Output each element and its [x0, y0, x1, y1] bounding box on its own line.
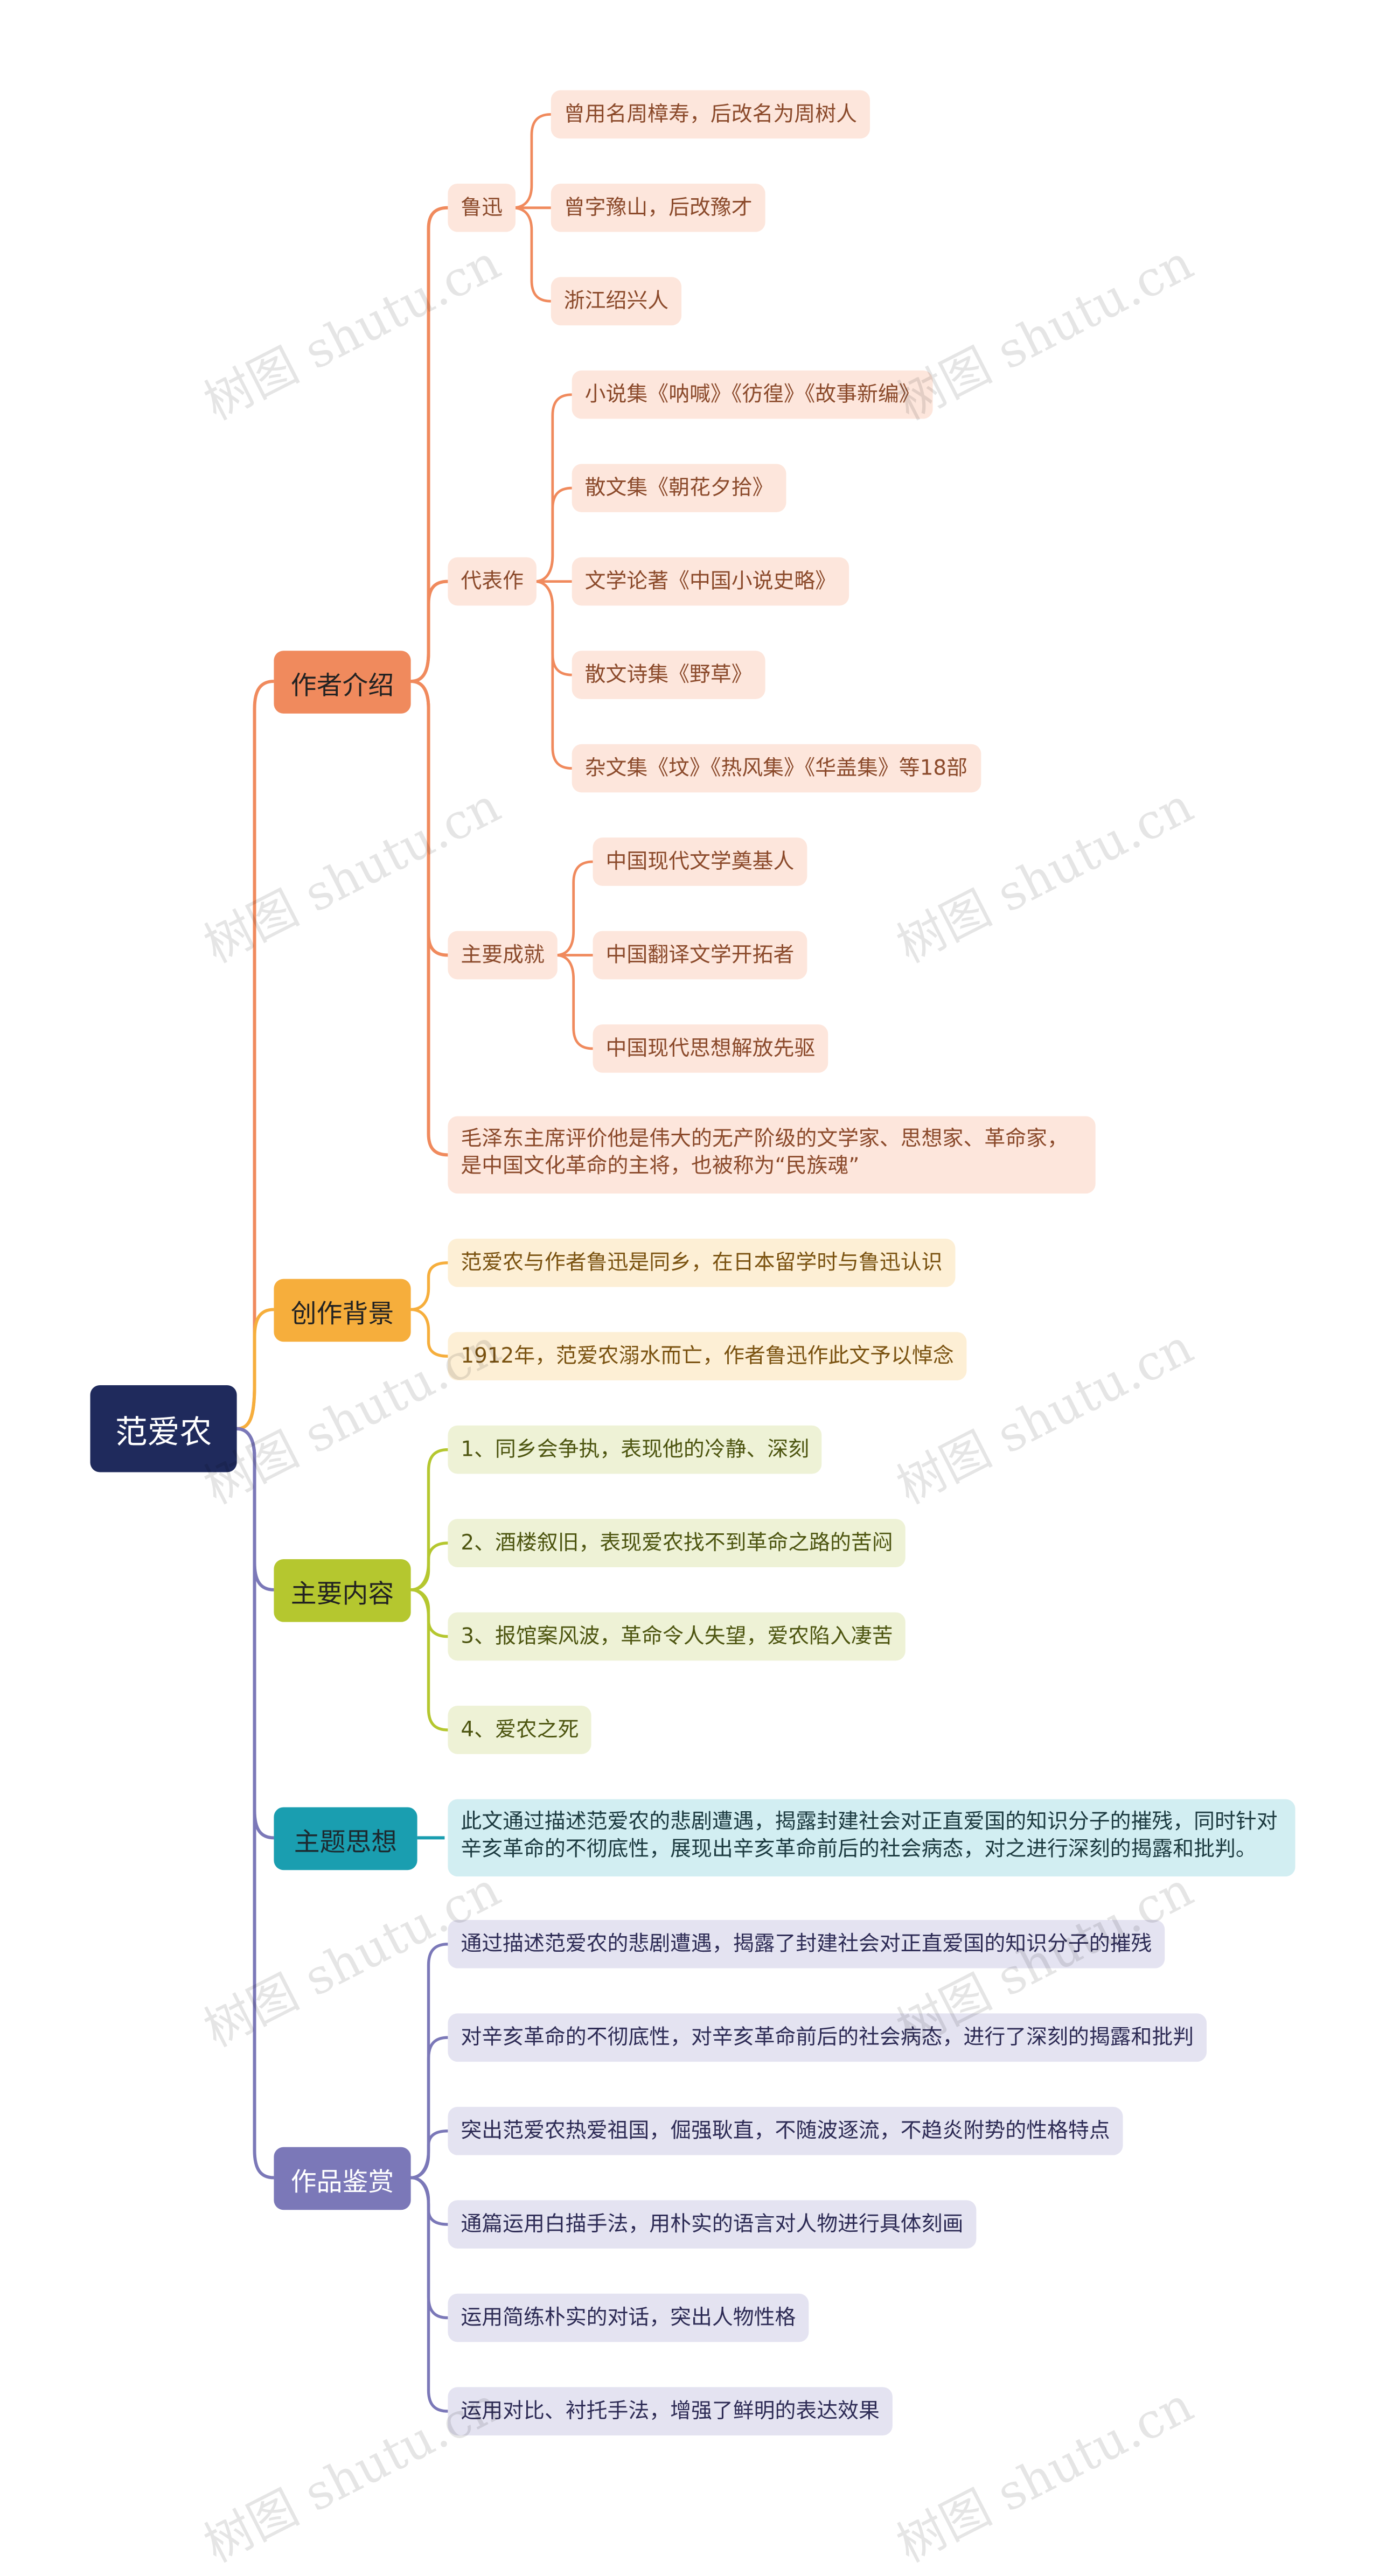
background-item-1[interactable]: 范爱农与作者鲁迅是同乡，在日本留学时与鲁迅认识 [448, 1238, 956, 1287]
branch-background[interactable]: 创作背景 [274, 1279, 411, 1342]
branch-theme[interactable]: 主题思想 [274, 1807, 417, 1870]
branch-appreciation[interactable]: 作品鉴赏 [274, 2147, 411, 2210]
mindmap-canvas: 范爱农 作者介绍 鲁迅 曾用名周樟寿，后改名为周树人 曾字豫山，后改豫才 浙江绍… [90, 90, 1296, 2574]
branch-author[interactable]: 作者介绍 [274, 651, 411, 714]
luxun-item-3[interactable]: 浙江绍兴人 [551, 277, 682, 326]
works-item-1[interactable]: 小说集《呐喊》《彷徨》《故事新编》 [572, 370, 933, 419]
content-item-1[interactable]: 1、同乡会争执，表现他的冷静、深刻 [448, 1425, 823, 1474]
appreciation-item-3[interactable]: 突出范爱农热爱祖国，倔强耿直，不随波逐流，不趋炎附势的性格特点 [448, 2106, 1123, 2155]
appreciation-item-4[interactable]: 通篇运用白描手法，用朴实的语言对人物进行具体刻画 [448, 2200, 977, 2249]
background-item-2[interactable]: 1912年，范爱农溺水而亡，作者鲁迅作此文予以悼念 [448, 1332, 967, 1381]
achievements-item-3[interactable]: 中国现代思想解放先驱 [593, 1024, 828, 1073]
luxun-item-1[interactable]: 曾用名周樟寿，后改名为周树人 [551, 90, 870, 139]
appreciation-item-6[interactable]: 运用对比、衬托手法，增强了鲜明的表达效果 [448, 2387, 893, 2435]
content-item-3[interactable]: 3、报馆案风波，革命令人失望，爱农陷入凄苦 [448, 1612, 906, 1661]
content-item-4[interactable]: 4、爱农之死 [448, 1706, 592, 1754]
appreciation-item-1[interactable]: 通过描述范爱农的悲剧遭遇，揭露了封建社会对正直爱国的知识分子的摧残 [448, 1919, 1165, 1968]
sub-mao-evaluation[interactable]: 毛泽东主席评价他是伟大的无产阶级的文学家、思想家、革命家，是中国文化革命的主将，… [448, 1116, 1096, 1194]
content-item-2[interactable]: 2、酒楼叙旧，表现爱农找不到革命之路的苦闷 [448, 1519, 906, 1567]
sub-works[interactable]: 代表作 [448, 557, 537, 606]
appreciation-item-5[interactable]: 运用简练朴实的对话，突出人物性格 [448, 2293, 809, 2342]
root-node[interactable]: 范爱农 [90, 1385, 237, 1472]
branch-content[interactable]: 主要内容 [274, 1559, 411, 1622]
works-item-5[interactable]: 杂文集《坟》《热风集》《华盖集》等18部 [572, 744, 980, 793]
connector-lines [236, 113, 593, 2413]
luxun-item-2[interactable]: 曾字豫山，后改豫才 [551, 183, 765, 232]
works-item-2[interactable]: 散文集《朝花夕拾》 [572, 464, 786, 513]
works-item-4[interactable]: 散文诗集《野草》 [572, 651, 765, 699]
achievements-item-1[interactable]: 中国现代文学奠基人 [593, 837, 807, 886]
sub-luxun[interactable]: 鲁迅 [448, 183, 516, 232]
sub-achievements[interactable]: 主要成就 [448, 931, 558, 980]
works-item-3[interactable]: 文学论著《中国小说史略》 [572, 557, 849, 606]
achievements-item-2[interactable]: 中国翻译文学开拓者 [593, 931, 807, 980]
theme-text[interactable]: 此文通过描述范爱农的悲剧遭遇，揭露封建社会对正直爱国的知识分子的摧残，同时针对辛… [448, 1799, 1296, 1877]
appreciation-item-2[interactable]: 对辛亥革命的不彻底性，对辛亥革命前后的社会病态，进行了深刻的揭露和批判 [448, 2013, 1207, 2062]
